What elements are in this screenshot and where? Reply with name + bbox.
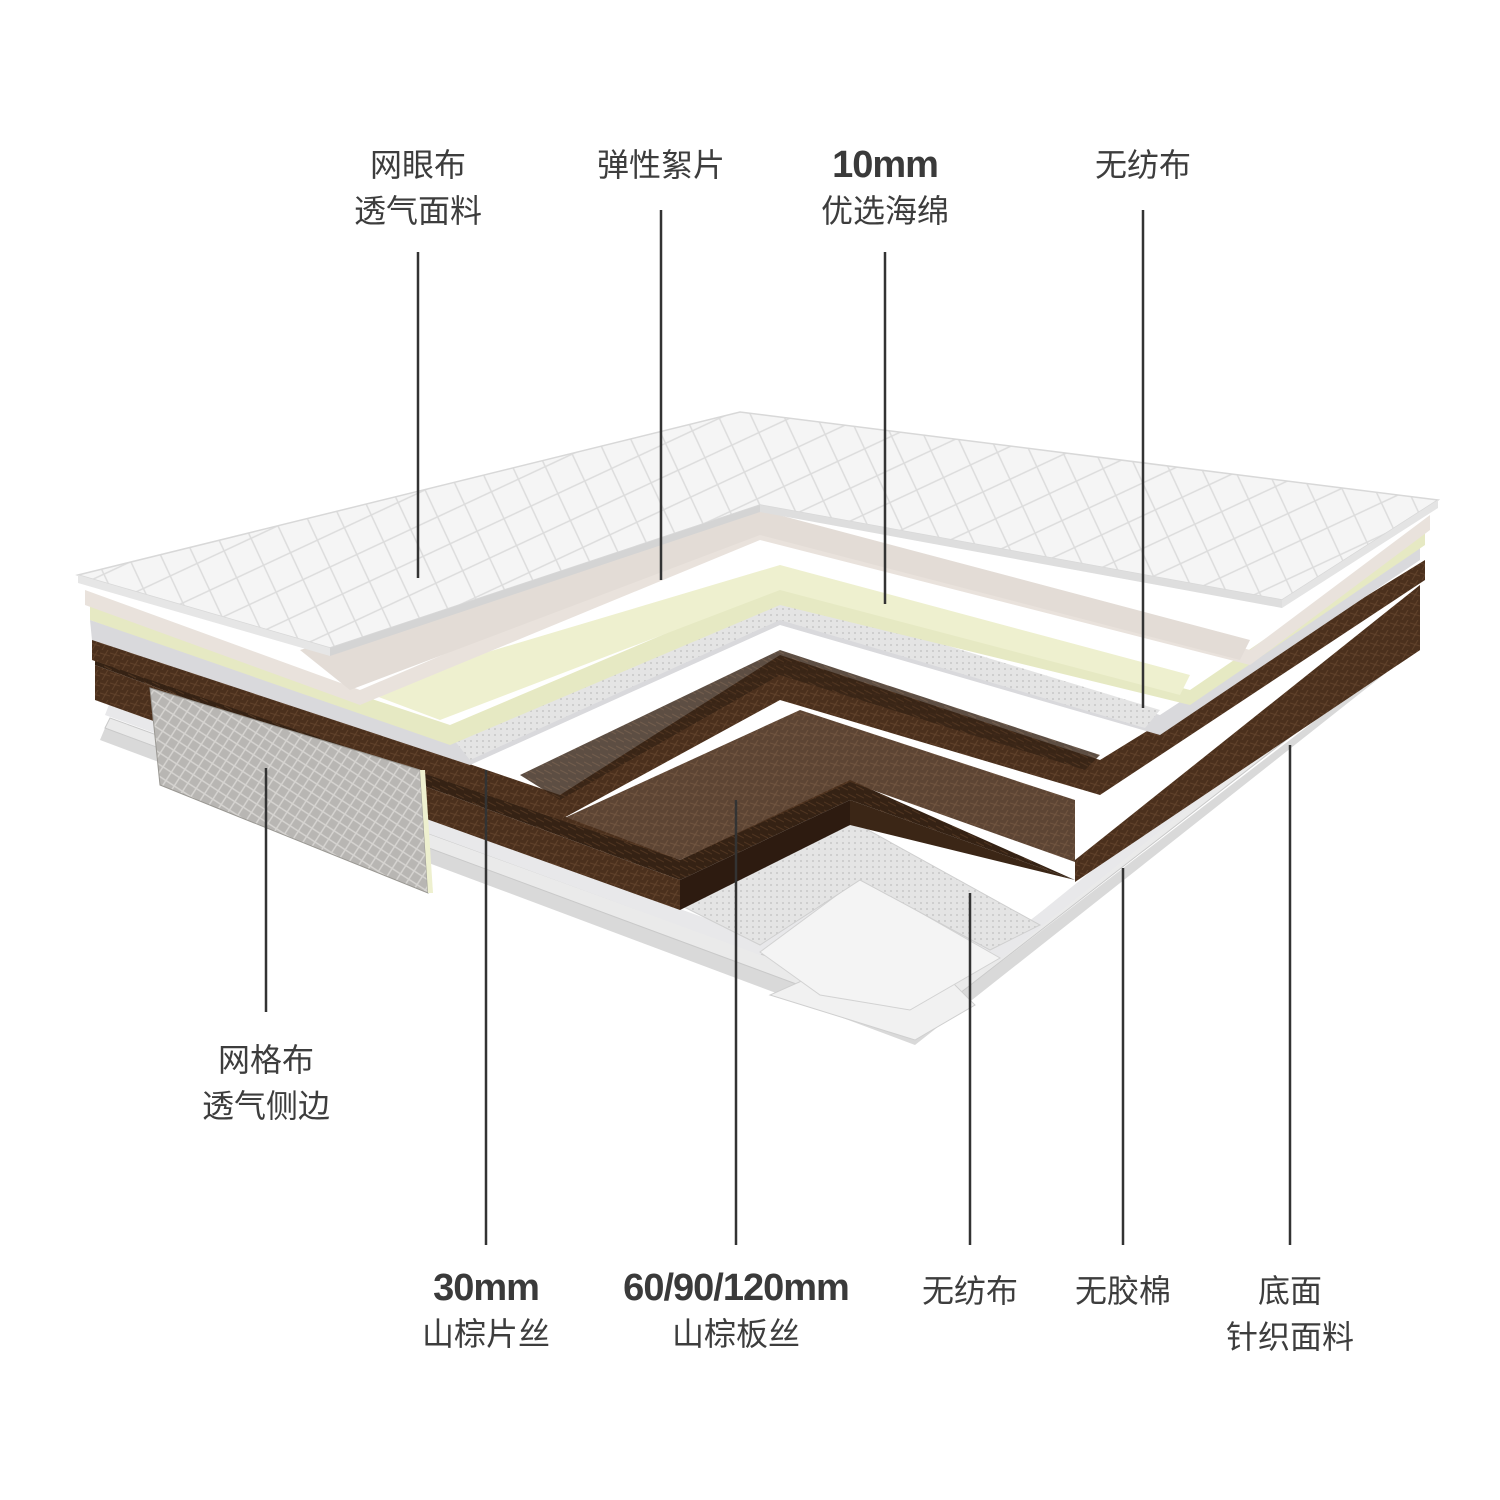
label-cotton-line1: 无胶棉 — [1074, 1272, 1172, 1310]
label-palm-sheet-line2: 山棕片丝 — [421, 1315, 551, 1353]
label-nonwoven-top-line1: 无纺布 — [1094, 146, 1192, 184]
side-mesh-panel — [149, 687, 433, 894]
label-nonwoven-top: 无纺布 — [1095, 142, 1191, 188]
label-fiber-sheet-line1: 弹性絮片 — [596, 146, 726, 184]
leader-lines — [264, 210, 1292, 1245]
label-palm-sheet-thickness: 30mm — [433, 1267, 540, 1309]
label-palm-board-line2: 山棕板丝 — [671, 1315, 801, 1353]
label-sponge-thickness: 10mm — [832, 144, 939, 186]
sponge-layer — [90, 530, 1425, 745]
label-cotton: 无胶棉 — [1075, 1268, 1171, 1314]
label-bottom-fabric-line2: 针织面料 — [1225, 1318, 1355, 1356]
label-side-mesh-line1: 网格布 — [217, 1041, 315, 1079]
label-bottom-fabric-line1: 底面 — [1257, 1272, 1323, 1310]
label-nonwoven-bottom-line1: 无纺布 — [921, 1272, 1019, 1310]
label-side-mesh-line2: 透气侧边 — [201, 1087, 331, 1125]
label-mesh-top: 网眼布 透气面料 — [354, 142, 482, 234]
label-bottom-fabric: 底面 针织面料 — [1226, 1268, 1354, 1360]
label-fiber-sheet: 弹性絮片 — [597, 142, 725, 188]
palm-sheet-layer — [92, 560, 1425, 820]
label-palm-sheet: 30mm 山棕片丝 — [422, 1265, 550, 1357]
label-mesh-top-line1: 网眼布 — [369, 146, 467, 184]
label-palm-board-thickness: 60/90/120mm — [623, 1267, 850, 1309]
top-mesh-fabric-layer — [75, 411, 1441, 656]
label-nonwoven-bottom: 无纺布 — [922, 1268, 1018, 1314]
label-palm-board: 60/90/120mm 山棕板丝 — [623, 1265, 850, 1357]
label-mesh-top-line2: 透气面料 — [353, 192, 483, 230]
label-side-mesh: 网格布 透气侧边 — [202, 1037, 330, 1129]
label-sponge: 10mm 优选海绵 — [821, 142, 949, 234]
label-sponge-line2: 优选海绵 — [820, 192, 950, 230]
